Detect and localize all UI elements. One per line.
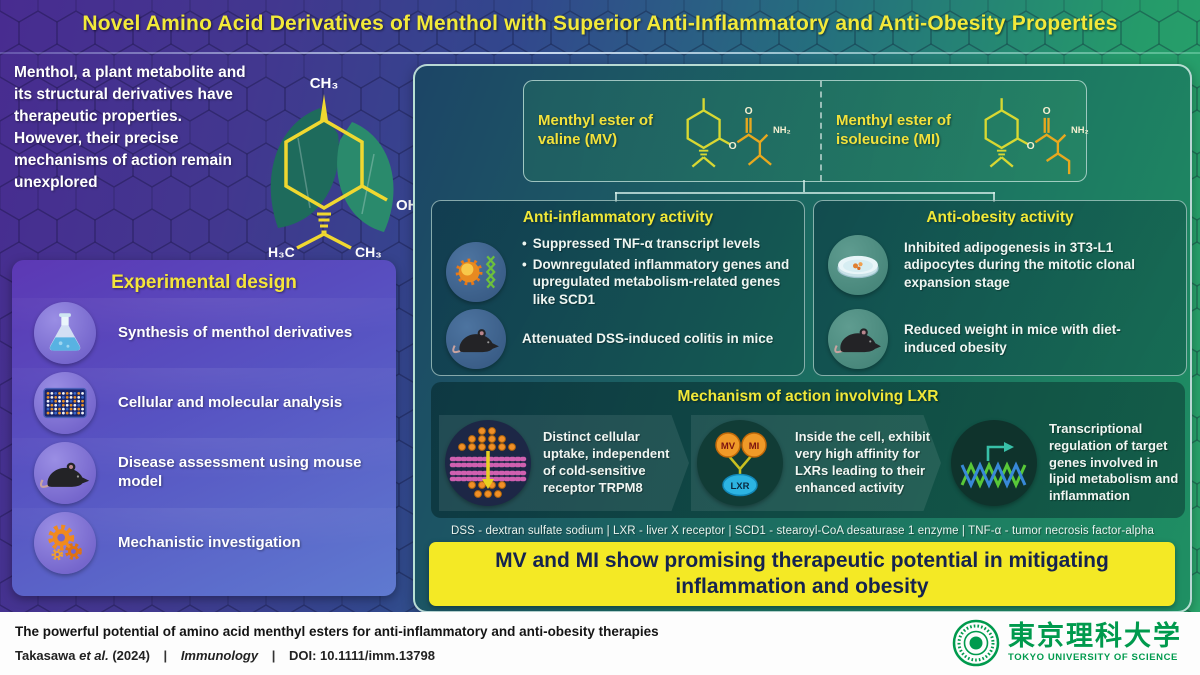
mint-leaf-left-icon <box>270 108 339 228</box>
compounds-box: Menthyl ester of valine (MV) O O <box>523 80 1089 182</box>
microplate-icon <box>34 372 96 434</box>
menthol-ch3-top-label: CH₃ <box>310 75 339 92</box>
mv-carbonyl-o-label: O <box>745 106 753 117</box>
mint-leaf-right-icon <box>337 122 394 232</box>
citation: Takasawa et al. (2024) | Immunology | DO… <box>15 648 435 663</box>
menthol-h3c-label: H₃C <box>268 244 295 258</box>
citation-separator: | <box>271 648 276 663</box>
menthol-ch3-bottom-label: CH₃ <box>355 244 382 258</box>
mechanism-step-text: Distinct cellular uptake, independent of… <box>543 429 670 495</box>
logo-japanese-name: 東京理科大学 <box>1008 621 1182 652</box>
compound-mi: Menthyl ester of isoleucine (MI) O O <box>820 81 1118 181</box>
conclusion-text: MV and MI show promising therapeutic pot… <box>495 548 1109 598</box>
lxr-label: LXR <box>731 481 750 492</box>
menthol-structure-illustration: CH₃ OH H₃C CH₃ <box>268 75 419 258</box>
mechanism-step-lxr-binding: MV MI LXR Inside the cell, exhibit very … <box>697 415 935 511</box>
mechanism-heading: Mechanism of action involving LXR <box>677 388 939 405</box>
compound-mv-label: Menthyl ester of valine (MV) <box>538 112 654 148</box>
footer: The powerful potential of amino acid men… <box>0 612 1200 675</box>
intro-text: Menthol, a plant metabolite and its stru… <box>14 64 246 191</box>
exp-item-label: Mechanistic investigation <box>118 533 301 551</box>
results-panel: Menthyl ester of valine (MV) O O <box>413 64 1192 613</box>
mechanism-step-text: Transcriptional regulation of target gen… <box>1049 420 1179 504</box>
experimental-design-panel: Experimental design Synthesis of menthol… <box>12 260 396 596</box>
anti-obesity-box: Anti-obesity activity Inhibited adipogen… <box>813 200 1187 376</box>
petri-dish-icon <box>828 235 888 295</box>
bullet-text: Suppressed TNF-α transcript levels <box>532 236 761 251</box>
page-title: Novel Amino Acid Derivatives of Menthol … <box>82 12 1118 35</box>
mv-mi-lxr-binding-icon: MV MI LXR <box>697 420 783 506</box>
compound-mv: Menthyl ester of valine (MV) O O <box>524 81 820 181</box>
list-item: Disease assessment using mouse model <box>12 438 396 508</box>
citation-year: (2024) <box>112 648 150 663</box>
list-item: Cellular and molecular analysis <box>12 368 396 438</box>
logo-english-name: TOKYO UNIVERSITY OF SCIENCE <box>1008 652 1178 664</box>
connector-drop-right <box>993 192 995 202</box>
mi-carbonyl-o-label: O <box>1043 106 1051 117</box>
anti-inflammatory-box: Anti-inflammatory activity Suppressed TN… <box>431 200 805 376</box>
mechanism-box: Mechanism of action involving LXR <box>431 382 1185 518</box>
mv-ester-o-label: O <box>729 141 737 152</box>
anti-inflammatory-heading: Anti-inflammatory activity <box>522 209 714 226</box>
menthol-oh-label: OH <box>396 197 419 214</box>
mv-label: MV <box>721 441 736 452</box>
mi-ester-o-label: O <box>1027 141 1035 152</box>
mv-amine-label: NH₂ <box>773 125 791 135</box>
connector-stem <box>803 180 805 192</box>
mi-structure-icon: O O NH₂ <box>984 98 1089 175</box>
citation-etal: et al. <box>79 648 109 663</box>
exp-item-label: Synthesis of menthol derivatives <box>118 323 353 341</box>
dna-transcription-icon <box>951 420 1037 506</box>
title-divider <box>0 52 1200 54</box>
citation-separator: | <box>163 648 168 663</box>
exp-item-label: Cellular and molecular analysis <box>118 393 343 411</box>
list-item: Synthesis of menthol derivatives <box>12 298 396 368</box>
anti-inflammatory-finding: Attenuated DSS-induced colitis in mice <box>522 331 774 347</box>
mouse-icon <box>446 309 506 369</box>
anti-inflammatory-bullets: Suppressed TNF-α transcript levels Downr… <box>522 235 790 308</box>
list-item: Mechanistic investigation <box>12 508 396 578</box>
mi-amine-label: NH₂ <box>1071 125 1089 135</box>
tus-emblem-icon <box>952 619 1000 667</box>
citation-journal: Immunology <box>180 648 259 663</box>
exp-item-label: Disease assessment using mouse model <box>118 454 362 490</box>
mv-structure-icon: O O NH₂ <box>686 98 791 168</box>
abbreviations-text: DSS - dextran sulfate sodium | LXR - liv… <box>451 525 1154 537</box>
connector-drop-left <box>615 192 617 202</box>
experimental-design-heading: Experimental design <box>111 272 297 293</box>
mechanism-step-uptake: Distinct cellular uptake, independent of… <box>445 415 675 511</box>
mi-label: MI <box>749 441 760 452</box>
citation-authors: Takasawa <box>15 648 76 663</box>
flask-icon <box>34 302 96 364</box>
gears-icon <box>34 512 96 574</box>
citation-doi: DOI: 10.1111/imm.13798 <box>288 648 435 663</box>
tokyo-university-of-science-logo: 東京理科大学 TOKYO UNIVERSITY OF SCIENCE <box>952 619 1182 667</box>
anti-obesity-finding: Reduced weight in mice with diet-induced… <box>904 322 1121 355</box>
mechanism-step-text: Inside the cell, exhibit very high affin… <box>795 429 931 495</box>
compound-mi-label: Menthyl ester of isoleucine (MI) <box>836 112 952 148</box>
anti-obesity-heading: Anti-obesity activity <box>926 209 1074 226</box>
footer-headline: The powerful potential of amino acid men… <box>15 624 659 639</box>
mechanism-step-transcription: Transcriptional regulation of target gen… <box>951 415 1187 511</box>
bullet-text: Downregulated inflammatory genes and upr… <box>532 256 790 307</box>
membrane-uptake-icon <box>445 420 531 506</box>
cell-dna-icon <box>446 241 506 302</box>
mouse-icon <box>34 442 96 504</box>
mouse-icon <box>828 309 888 369</box>
connector-bar <box>615 192 995 194</box>
conclusion-banner: MV and MI show promising therapeutic pot… <box>429 542 1175 606</box>
anti-obesity-finding: Inhibited adipogenesis in 3T3-L1 adipocy… <box>904 239 1136 290</box>
